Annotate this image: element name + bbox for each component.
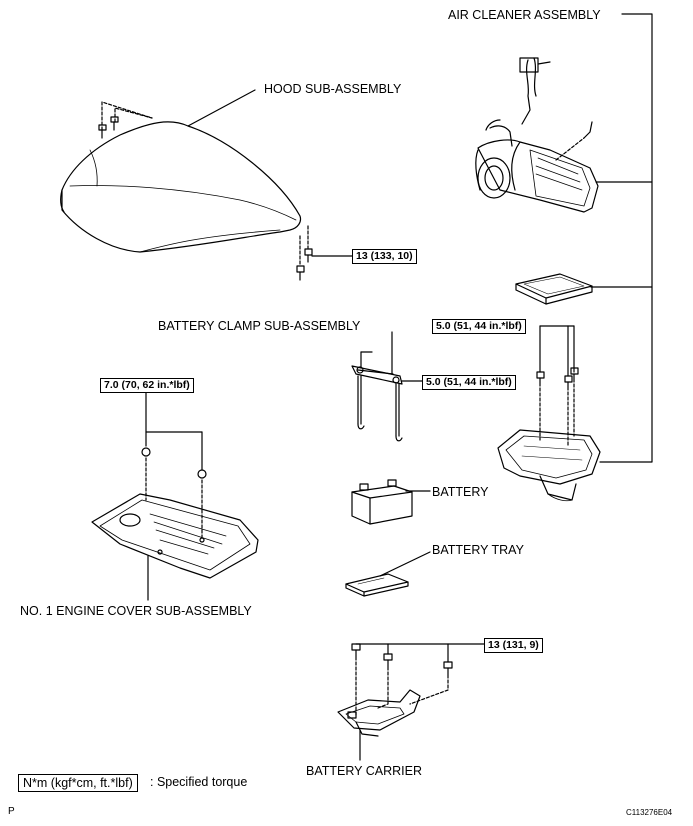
battery-label: BATTERY — [432, 485, 489, 499]
hood-sub-assembly-label: HOOD SUB-ASSEMBLY — [264, 82, 402, 96]
battery-carrier-drawing — [337, 643, 485, 761]
battery-drawing — [351, 479, 431, 525]
hood-torque-value: 13 (133, 10) — [352, 249, 417, 264]
figure-code: C113276E04 — [626, 808, 673, 817]
air-cleaner-leader-lines — [590, 13, 653, 463]
air-cleaner-upper-drawing — [475, 57, 599, 213]
battery-carrier-torque-value: 13 (131, 9) — [484, 638, 543, 653]
torque-legend-text: : Specified torque — [150, 775, 248, 789]
battery-clamp-drawing — [351, 331, 423, 442]
air-cleaner-assembly-label: AIR CLEANER ASSEMBLY — [448, 8, 601, 22]
battery-tray-drawing — [345, 551, 431, 597]
air-cleaner-torque-value: 5.0 (51, 44 in.*lbf) — [432, 319, 526, 334]
air-filter-drawing — [515, 273, 593, 305]
air-cleaner-lower-drawing — [497, 325, 601, 502]
battery-clamp-torque-value: 5.0 (51, 44 in.*lbf) — [422, 375, 516, 390]
battery-carrier-label: BATTERY CARRIER — [306, 764, 422, 778]
battery-clamp-label: BATTERY CLAMP SUB-ASSEMBLY — [158, 319, 361, 333]
footer-left-mark: P — [8, 806, 15, 817]
engine-cover-torque-value: 7.0 (70, 62 in.*lbf) — [100, 378, 194, 393]
engine-cover-drawing — [91, 391, 259, 601]
hood-drawing — [60, 89, 353, 281]
battery-tray-label: BATTERY TRAY — [432, 543, 524, 557]
torque-unit-legend: N*m (kgf*cm, ft.*lbf) — [18, 774, 138, 792]
engine-cover-label: NO. 1 ENGINE COVER SUB-ASSEMBLY — [20, 604, 252, 618]
